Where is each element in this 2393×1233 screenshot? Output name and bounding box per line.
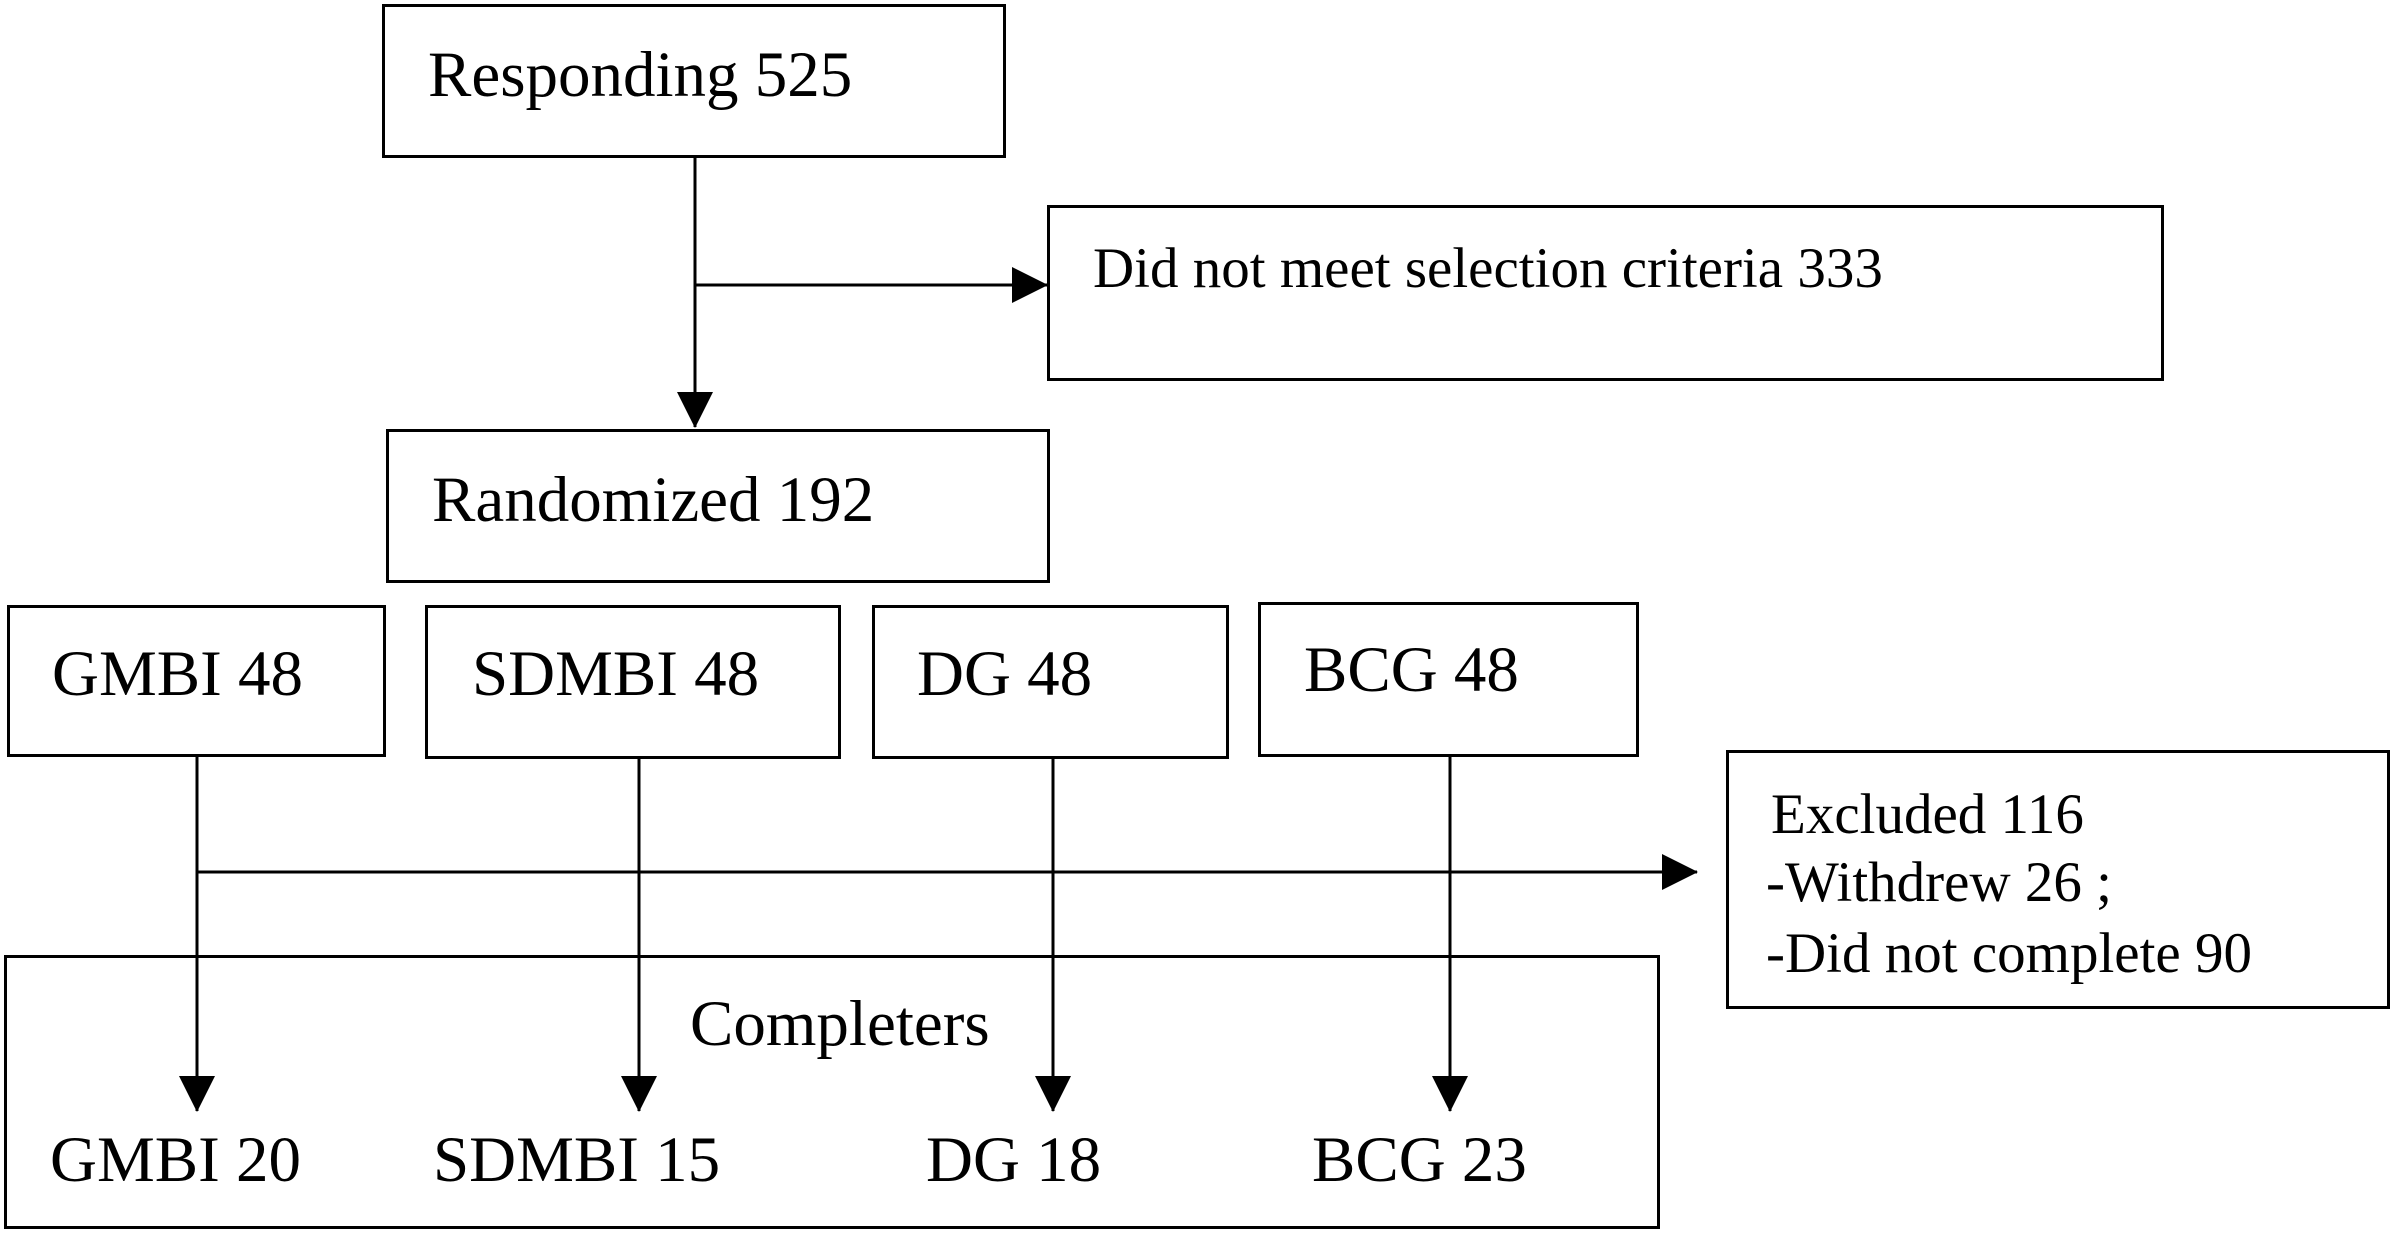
- screening-exclusion-label: Did not meet selection criteria 333: [1093, 237, 1883, 300]
- group-box-dg: [872, 605, 1229, 759]
- group-box-bcg: [1258, 602, 1639, 757]
- responding-box: [382, 4, 1006, 158]
- did-not-complete-label: -Did not complete 90: [1766, 922, 2252, 985]
- group-box-gmbi: [7, 605, 386, 757]
- group-label-dg: DG 48: [917, 638, 1093, 710]
- completer-label-dg: DG 18: [926, 1124, 1102, 1196]
- withdrew-label: -Withdrew 26 ;: [1766, 851, 2112, 914]
- randomized-box: [386, 429, 1050, 583]
- group-box-sdmbi: [425, 605, 841, 759]
- completers-box: [4, 955, 1660, 1229]
- group-label-gmbi: GMBI 48: [52, 638, 303, 710]
- completers-title: Completers: [690, 988, 990, 1060]
- group-label-bcg: BCG 48: [1304, 634, 1519, 706]
- randomized-label: Randomized 192: [432, 464, 875, 536]
- screening-exclusion-box: [1047, 205, 2164, 381]
- responding-label: Responding 525: [428, 39, 853, 111]
- group-label-sdmbi: SDMBI 48: [472, 638, 760, 710]
- followup-exclusion-title: Excluded 116: [1771, 783, 2084, 846]
- followup-exclusion-box: [1726, 750, 2390, 1009]
- completer-label-sdmbi: SDMBI 15: [433, 1124, 721, 1196]
- completer-label-gmbi: GMBI 20: [50, 1124, 301, 1196]
- completer-label-bcg: BCG 23: [1312, 1124, 1527, 1196]
